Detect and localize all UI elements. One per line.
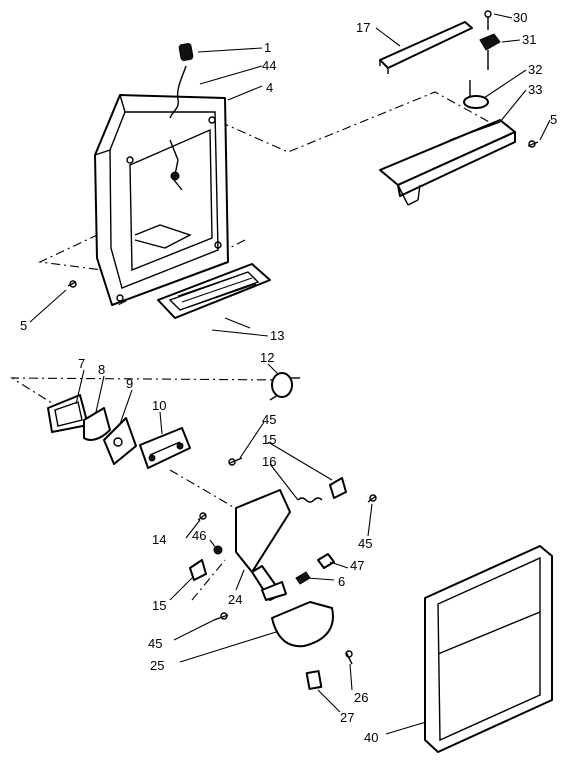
cam-part-32 (463, 95, 489, 109)
grille-part-13 (157, 263, 271, 319)
callout-4: 4 (266, 80, 273, 95)
callout-5-upper: 5 (550, 112, 557, 127)
callout-8: 8 (98, 362, 105, 377)
callout-16: 16 (262, 454, 276, 469)
callout-10: 10 (152, 398, 166, 413)
callout-45-c: 45 (148, 636, 162, 651)
bracket-part-10 (139, 427, 191, 469)
callout-47: 47 (350, 558, 364, 573)
screw-part-45-c (213, 612, 229, 621)
spring-part-16 (297, 497, 323, 503)
callout-44: 44 (262, 58, 276, 73)
bracket-part-33 (379, 80, 516, 206)
screw-part-45-b (367, 494, 377, 503)
callout-40: 40 (364, 730, 378, 745)
switch-part-12 (269, 372, 300, 401)
plug-part-27 (305, 670, 323, 690)
shield-part-8 (83, 407, 111, 441)
callout-26: 26 (354, 690, 368, 705)
callout-6: 6 (338, 574, 345, 589)
callout-9: 9 (126, 376, 133, 391)
actuator-lever-part-24 (235, 489, 291, 601)
callout-25: 25 (150, 658, 164, 673)
callout-12: 12 (260, 350, 274, 365)
wire-harness-part-44 (169, 65, 187, 119)
callout-5-lower: 5 (20, 318, 27, 333)
screw-part-26 (345, 650, 353, 665)
callout-45-a: 45 (262, 412, 276, 427)
door-panel-part-40 (424, 545, 553, 753)
plate-part-9 (103, 417, 137, 465)
screw-part-5-lower (67, 280, 77, 288)
callout-14: 14 (152, 532, 166, 547)
screw-part-5-upper (527, 140, 539, 148)
hinge-part-15-a (329, 477, 347, 499)
callout-27: 27 (340, 710, 354, 725)
callout-7: 7 (78, 356, 85, 371)
screw-part-14 (197, 512, 207, 521)
callout-1: 1 (264, 40, 271, 55)
callout-15-a: 15 (262, 432, 276, 447)
callout-labels: 1 44 4 17 30 31 32 33 5 5 13 12 7 8 9 10… (20, 10, 557, 745)
pad-part-47 (317, 553, 335, 569)
hinge-part-15-b (189, 559, 207, 581)
housing-frame-part-4 (94, 94, 229, 306)
screw-part-45-a (228, 457, 243, 466)
callout-15-b: 15 (152, 598, 166, 613)
callout-45-b: 45 (358, 536, 372, 551)
drip-cup-part-25 (271, 601, 334, 648)
callout-31: 31 (522, 32, 536, 47)
callout-13: 13 (270, 328, 284, 343)
callout-32: 32 (528, 62, 542, 77)
trim-bar-part-17 (379, 21, 473, 74)
spring-part-6 (295, 571, 311, 585)
frame-part-7 (47, 394, 89, 433)
screw-part-30 (484, 10, 492, 30)
callout-33: 33 (528, 82, 542, 97)
callout-46: 46 (192, 528, 206, 543)
clip-part-31 (479, 33, 501, 70)
connector-part-1 (178, 43, 194, 61)
callout-24: 24 (228, 592, 242, 607)
leader-lines (29, 13, 551, 735)
callout-17: 17 (356, 20, 370, 35)
callout-30: 30 (513, 10, 527, 25)
